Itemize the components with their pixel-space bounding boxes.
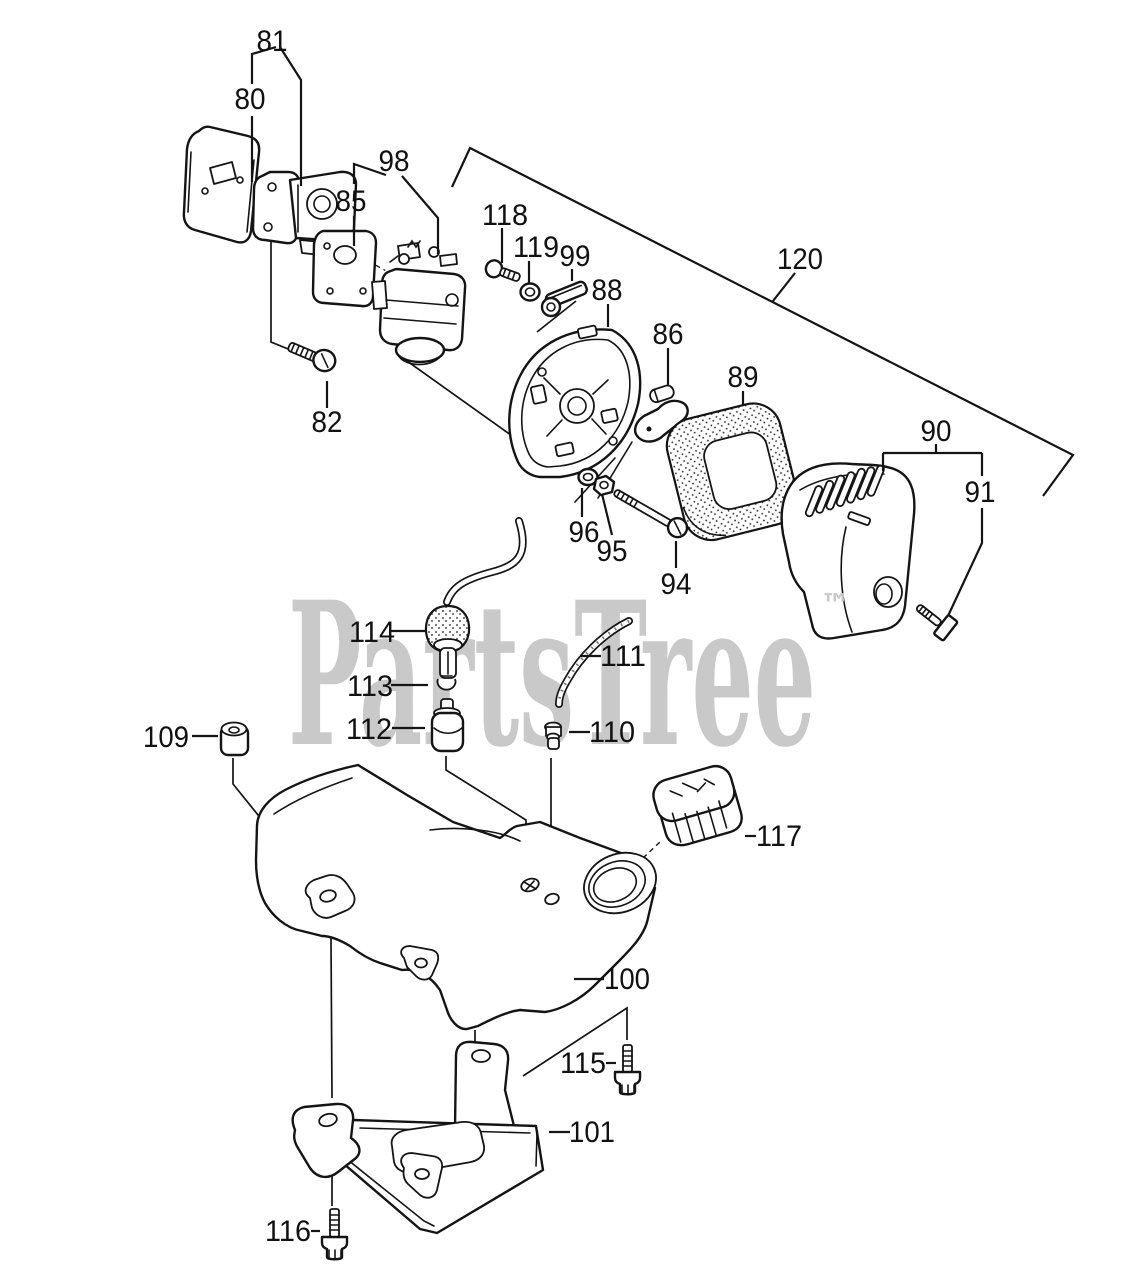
callout-88: 88	[592, 274, 623, 307]
callout-110: 110	[589, 716, 635, 749]
callout-120: 120	[777, 243, 823, 276]
leader-lines	[192, 45, 1075, 1233]
callout-101: 101	[569, 1116, 615, 1149]
callout-labels: 81 80 98 85 118 119 99 88 86 89 120 90 9…	[143, 25, 996, 1248]
axis-bracket-99-link	[536, 300, 577, 333]
callout-114: 114	[349, 616, 395, 649]
clip-113-drawing	[436, 675, 457, 691]
bracket-99-drawing	[540, 280, 588, 318]
gasket-plate-80-drawing	[182, 125, 261, 244]
leader-95	[600, 493, 614, 536]
intake-manifold-drawing	[251, 170, 358, 257]
bolt-118-drawing	[484, 259, 521, 282]
cover-vent-slots	[804, 464, 885, 518]
callout-86: 86	[653, 318, 684, 351]
fuel-filter-114-drawing	[424, 604, 471, 679]
tank-bracket-drawing	[291, 1040, 545, 1235]
bolt-82-drawing	[287, 342, 337, 373]
axis-bolt-82	[270, 234, 294, 352]
watermark-tm-symbol: ™	[820, 588, 850, 623]
callout-100: 100	[604, 963, 650, 996]
callout-112: 112	[346, 713, 392, 746]
callout-116: 116	[265, 1215, 311, 1248]
callout-109: 109	[143, 721, 189, 754]
nut-119-drawing	[519, 282, 541, 302]
callout-111: 111	[600, 640, 646, 673]
screw-94-drawing	[613, 489, 689, 539]
callout-85: 85	[336, 185, 367, 218]
air-cleaner-cover-drawing	[780, 462, 916, 640]
screw-115-drawing	[613, 1044, 642, 1096]
callout-82: 82	[312, 406, 343, 439]
callout-118: 118	[482, 199, 528, 232]
leader-120	[451, 146, 1075, 497]
callout-94: 94	[661, 568, 692, 601]
callout-113: 113	[347, 670, 393, 703]
grommet-110-drawing	[544, 721, 562, 750]
watermark: PartsTree	[288, 558, 816, 791]
watermark-text: PartsTree	[288, 558, 816, 791]
callout-90: 90	[921, 415, 952, 448]
nut-95-drawing	[592, 474, 616, 497]
callout-115: 115	[560, 1047, 606, 1080]
fuel-tank-drawing	[254, 763, 657, 1031]
leader-98	[352, 162, 440, 254]
callout-80: 80	[235, 83, 266, 116]
callout-81: 81	[257, 25, 288, 58]
callout-119: 119	[513, 231, 559, 264]
callout-95: 95	[597, 535, 628, 568]
carburetor-drawing	[371, 239, 467, 366]
leader-81	[250, 45, 303, 186]
grommet-109-drawing	[219, 721, 250, 757]
callout-91: 91	[965, 476, 996, 509]
fuel-hose-drawing	[443, 517, 527, 606]
air-filter-element-drawing	[665, 402, 799, 542]
callout-99: 99	[560, 240, 591, 273]
cover-screw-91-drawing	[915, 604, 959, 642]
callout-89: 89	[728, 361, 759, 394]
screw-116-drawing	[320, 1208, 349, 1261]
gasket-85-drawing	[311, 229, 378, 308]
fuel-cap-117-drawing	[652, 764, 743, 847]
air-cleaner-base-drawing	[508, 324, 642, 503]
callout-96: 96	[569, 516, 600, 549]
fuel-pickup-112-drawing	[430, 698, 465, 753]
washer-96-drawing	[577, 467, 599, 487]
axis-screw-115	[522, 1006, 628, 1077]
callout-98: 98	[379, 145, 410, 178]
leader-90-91	[881, 444, 984, 617]
breather-hose-111-drawing	[555, 617, 633, 708]
callout-117: 117	[756, 820, 802, 853]
